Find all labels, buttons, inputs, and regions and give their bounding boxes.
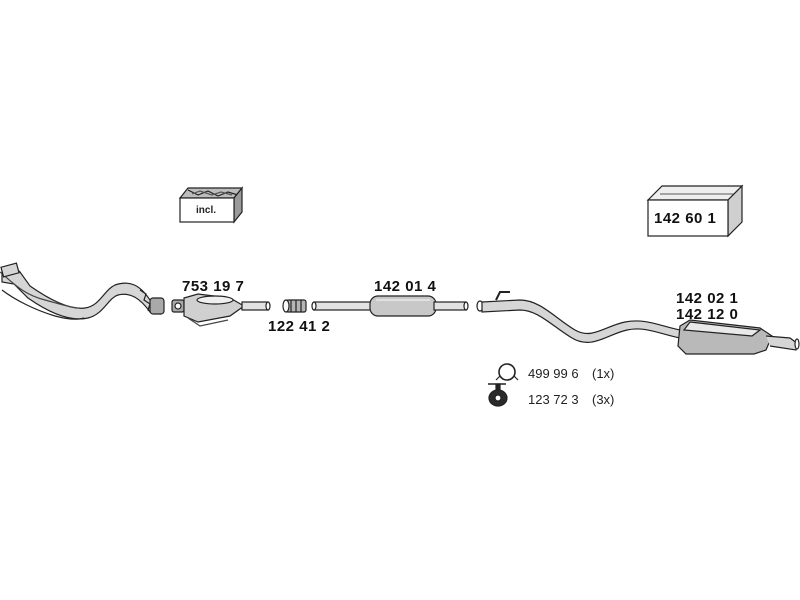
front-pipe-icon <box>0 262 165 320</box>
rear-silencer-part-number-b: 142 12 0 <box>676 306 739 323</box>
part-box-icon <box>646 184 744 238</box>
accessory-qty: (3x) <box>592 392 615 407</box>
connector-part-number: 122 41 2 <box>268 318 331 335</box>
box-part-number: 142 60 1 <box>654 210 717 227</box>
connector-icon <box>282 299 307 313</box>
rear-silencer-icon <box>476 291 800 355</box>
accessory-number: 123 72 3 <box>528 392 579 407</box>
middle-silencer-part-number: 142 01 4 <box>374 278 437 295</box>
accessory-qty: (1x) <box>592 366 615 381</box>
rubber-hanger-icon <box>488 383 508 407</box>
catalytic-converter-icon <box>171 293 271 327</box>
kit-box-label: incl. <box>196 205 217 216</box>
catalytic-converter-part-number: 753 19 7 <box>182 278 245 295</box>
clamp-ring-icon <box>495 363 519 381</box>
middle-silencer-icon <box>311 295 469 317</box>
rear-silencer-part-number-a: 142 02 1 <box>676 290 739 307</box>
accessory-number: 499 99 6 <box>528 366 579 381</box>
kit-box-icon <box>178 186 244 224</box>
